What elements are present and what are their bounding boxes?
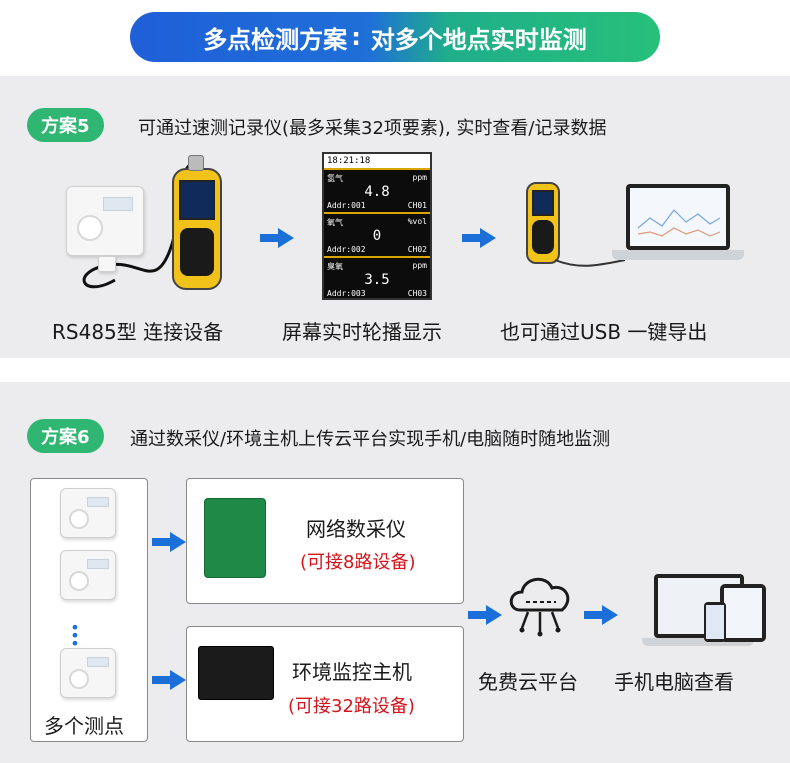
tablet-icon [720, 584, 766, 642]
handheld-connector-icon [188, 155, 204, 171]
cloud-label: 免费云平台 [478, 670, 578, 694]
arrow-icon [152, 532, 186, 552]
environment-host-icon [198, 646, 274, 700]
channel-name: 臭氧 [327, 262, 343, 271]
channel-addr: Addr:003 [327, 289, 366, 298]
channel-name: 氧气 [327, 218, 343, 227]
collector-title: 网络数采仪 [306, 517, 406, 541]
sensor-device-icon [60, 550, 116, 600]
title-banner: 多点检测方案 : 对多个地点实时监测 [130, 12, 660, 62]
sensor-device-icon [66, 186, 144, 256]
banner-separator: : [351, 23, 361, 51]
host-note: (可接32路设备) [288, 696, 415, 717]
sensor-device-icon [60, 488, 116, 538]
plan6-description: 通过数采仪/环境主机上传云平台实现手机/电脑随时随地监测 [130, 429, 611, 450]
laptop-base-icon [612, 250, 744, 260]
arrow-icon [462, 228, 496, 248]
sensor-device-icon [60, 648, 116, 698]
channel-value: 3.5 [364, 272, 390, 288]
handheld-recorder-icon [526, 182, 560, 264]
sensor-probe-icon [98, 256, 116, 272]
channel-id: CH01 [407, 201, 427, 210]
plan5-badge: 方案5 [27, 108, 104, 142]
phone-icon [704, 602, 726, 642]
screen-display: 18:21:18 氢气 ppm 4.8 Addr:001 CH01 氧气 %vo… [322, 152, 432, 300]
plan5-description: 可通过速测记录仪(最多采集32项要素), 实时查看/记录数据 [138, 118, 607, 139]
laptop-base-icon [642, 638, 754, 646]
handheld-recorder-icon [172, 168, 222, 290]
arrow-icon [468, 605, 502, 625]
banner-left: 多点检测方案 [203, 25, 348, 54]
cloud-icon [509, 577, 570, 637]
caption-screen: 屏幕实时轮播显示 [282, 320, 442, 344]
network-collector-icon [204, 498, 266, 578]
arrow-icon [584, 605, 618, 625]
channel-id: CH02 [407, 245, 427, 254]
channel-name: 氢气 [327, 174, 343, 183]
arrow-icon [152, 670, 186, 690]
display-channel: 氢气 ppm 4.8 Addr:001 CH01 [324, 168, 430, 212]
view-label: 手机电脑查看 [614, 670, 734, 694]
channel-unit: ppm [412, 261, 427, 270]
channel-addr: Addr:001 [327, 201, 366, 210]
display-channel: 氧气 %vol 0 Addr:002 CH02 [324, 212, 430, 256]
channel-value: 0 [372, 228, 382, 244]
usb-cable-icon [554, 259, 626, 267]
plan6-badge: 方案6 [27, 419, 104, 453]
collector-note: (可接8路设备) [300, 552, 416, 573]
points-label: 多个测点 [44, 714, 124, 738]
channel-addr: Addr:002 [327, 245, 366, 254]
display-time: 18:21:18 [327, 156, 371, 166]
laptop-icon [626, 184, 730, 250]
display-channel: 臭氧 ppm 3.5 Addr:003 CH03 [324, 256, 430, 300]
channel-value: 4.8 [364, 184, 390, 200]
caption-usb: 也可通过USB 一键导出 [500, 320, 708, 344]
banner-right: 对多个地点实时监测 [370, 25, 587, 54]
channel-id: CH03 [407, 289, 427, 298]
arrow-icon [260, 228, 294, 248]
caption-rs485: RS485型 连接设备 [52, 320, 224, 344]
channel-unit: ppm [412, 173, 427, 182]
host-title: 环境监控主机 [292, 660, 412, 684]
channel-unit: %vol [407, 217, 427, 226]
ellipsis-dots-icon: ••• [70, 618, 80, 653]
